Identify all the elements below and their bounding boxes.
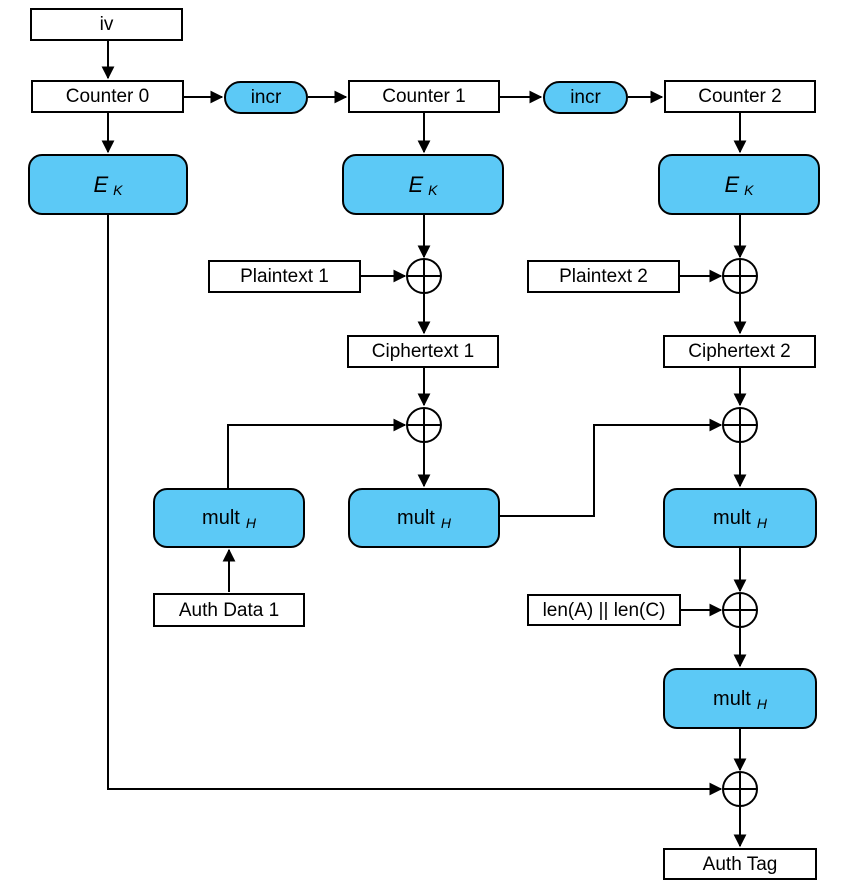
ek2-label: E xyxy=(408,171,424,197)
mult4-box: mult H xyxy=(663,668,817,729)
ciphertext1-label: Ciphertext 1 xyxy=(371,341,475,362)
ek3-box: E K xyxy=(658,154,820,215)
iv-box: iv xyxy=(30,8,183,41)
mult1-box: mult H xyxy=(153,488,305,548)
authtag-box: Auth Tag xyxy=(663,848,817,880)
mult3-subscript: H xyxy=(756,515,767,531)
authtag-label: Auth Tag xyxy=(702,853,778,875)
ek1-box: E K xyxy=(28,154,188,215)
xor-gate-6 xyxy=(722,771,758,807)
arrow-mult1-to-xor3 xyxy=(227,418,407,488)
xor-gate-3 xyxy=(406,407,442,443)
arrow-mult2-to-xor4 xyxy=(500,418,723,517)
counter0-box: Counter 0 xyxy=(31,80,184,113)
ek1-label: E xyxy=(93,171,109,197)
counter1-label: Counter 1 xyxy=(382,86,466,107)
ek3-subscript: K xyxy=(744,181,754,198)
incr2-label: incr xyxy=(570,87,601,108)
counter1-box: Counter 1 xyxy=(348,80,500,113)
ek2-subscript: K xyxy=(428,181,438,198)
ciphertext2-box: Ciphertext 2 xyxy=(663,335,816,368)
mult2-box: mult H xyxy=(348,488,500,548)
ek2-box: E K xyxy=(342,154,504,215)
mult4-subscript: H xyxy=(756,695,767,712)
counter0-label: Counter 0 xyxy=(65,86,150,107)
xor-gate-4 xyxy=(722,407,758,443)
mult2-label: mult xyxy=(397,507,435,529)
iv-label: iv xyxy=(99,14,114,35)
authdata1-label: Auth Data 1 xyxy=(178,599,280,621)
ek1-subscript: K xyxy=(113,181,123,198)
incr2-box: incr xyxy=(543,81,628,114)
arrow-ek1-to-xor6 xyxy=(107,215,723,796)
xor-gate-2 xyxy=(722,258,758,294)
mult4-label: mult xyxy=(713,687,751,710)
plaintext1-label: Plaintext 1 xyxy=(240,266,329,287)
incr1-box: incr xyxy=(224,81,308,114)
ciphertext1-box: Ciphertext 1 xyxy=(347,335,499,368)
mult1-subscript: H xyxy=(245,515,256,531)
mult2-subscript: H xyxy=(440,515,451,531)
incr1-label: incr xyxy=(250,87,282,108)
mult3-label: mult xyxy=(713,507,751,529)
ek3-label: E xyxy=(724,171,740,197)
counter2-label: Counter 2 xyxy=(698,86,782,107)
counter2-box: Counter 2 xyxy=(664,80,816,113)
xor-gate-1 xyxy=(406,258,442,294)
len-concat-label: len(A) || len(C) xyxy=(542,599,666,621)
ciphertext2-label: Ciphertext 2 xyxy=(688,341,791,362)
plaintext2-label: Plaintext 2 xyxy=(559,266,648,287)
plaintext2-box: Plaintext 2 xyxy=(527,260,680,293)
xor-gate-5 xyxy=(722,592,758,628)
authdata1-box: Auth Data 1 xyxy=(153,593,305,627)
mult1-label: mult xyxy=(202,507,240,529)
plaintext1-box: Plaintext 1 xyxy=(208,260,361,293)
len-concat-box: len(A) || len(C) xyxy=(527,594,681,626)
mult3-box: mult H xyxy=(663,488,817,548)
